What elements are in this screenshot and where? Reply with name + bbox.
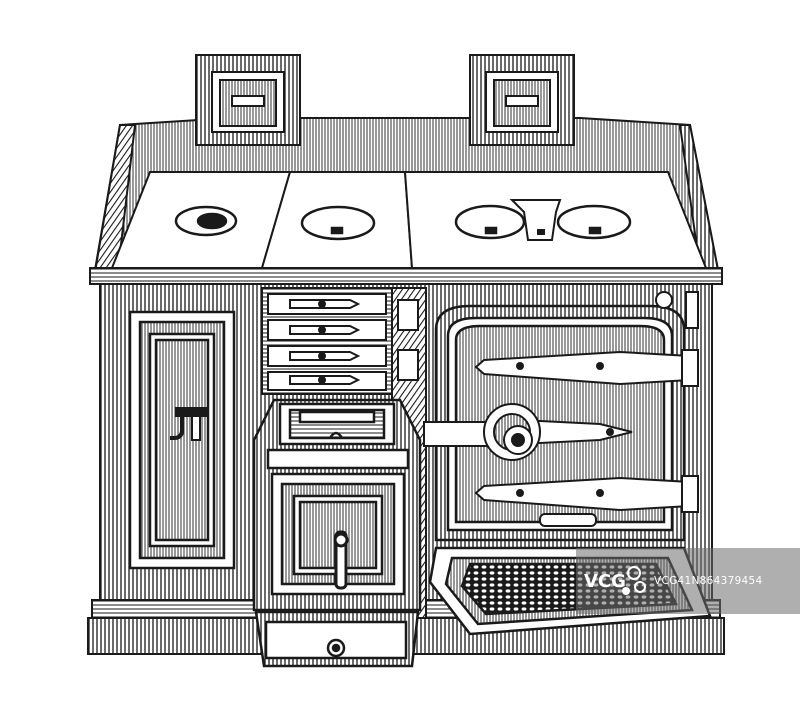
burner-hole-left — [174, 205, 238, 237]
burner-lid-middle — [300, 205, 376, 241]
damper-handle-4 — [289, 375, 361, 385]
oven-hinge-top — [474, 349, 699, 387]
right-chimney-block — [469, 54, 575, 146]
left-cupboard-door — [128, 310, 236, 570]
damper-handle-3 — [289, 351, 361, 361]
burner-lid-right-a — [454, 204, 526, 240]
lid-lifter-plate — [509, 199, 562, 241]
damper-handle-2 — [289, 325, 361, 335]
ash-pit — [254, 610, 420, 668]
oven-latch — [423, 403, 633, 461]
oven-corner-knob — [655, 291, 699, 329]
watermark-banner — [576, 548, 800, 614]
tap-icon — [170, 407, 207, 441]
damper-handle-1 — [289, 299, 361, 309]
svg-text:VCG: VCG — [584, 571, 626, 592]
burner-lid-right-b — [556, 204, 632, 240]
left-chimney-block — [195, 54, 301, 146]
oven-hinge-bottom — [474, 475, 699, 513]
firebox-handle — [333, 530, 349, 590]
watermark-id-text: VCG41N864379454 — [654, 575, 763, 587]
watermark-logo-icon: VCG — [584, 566, 646, 595]
oven-door-plate — [539, 513, 597, 527]
firebox — [252, 398, 422, 612]
